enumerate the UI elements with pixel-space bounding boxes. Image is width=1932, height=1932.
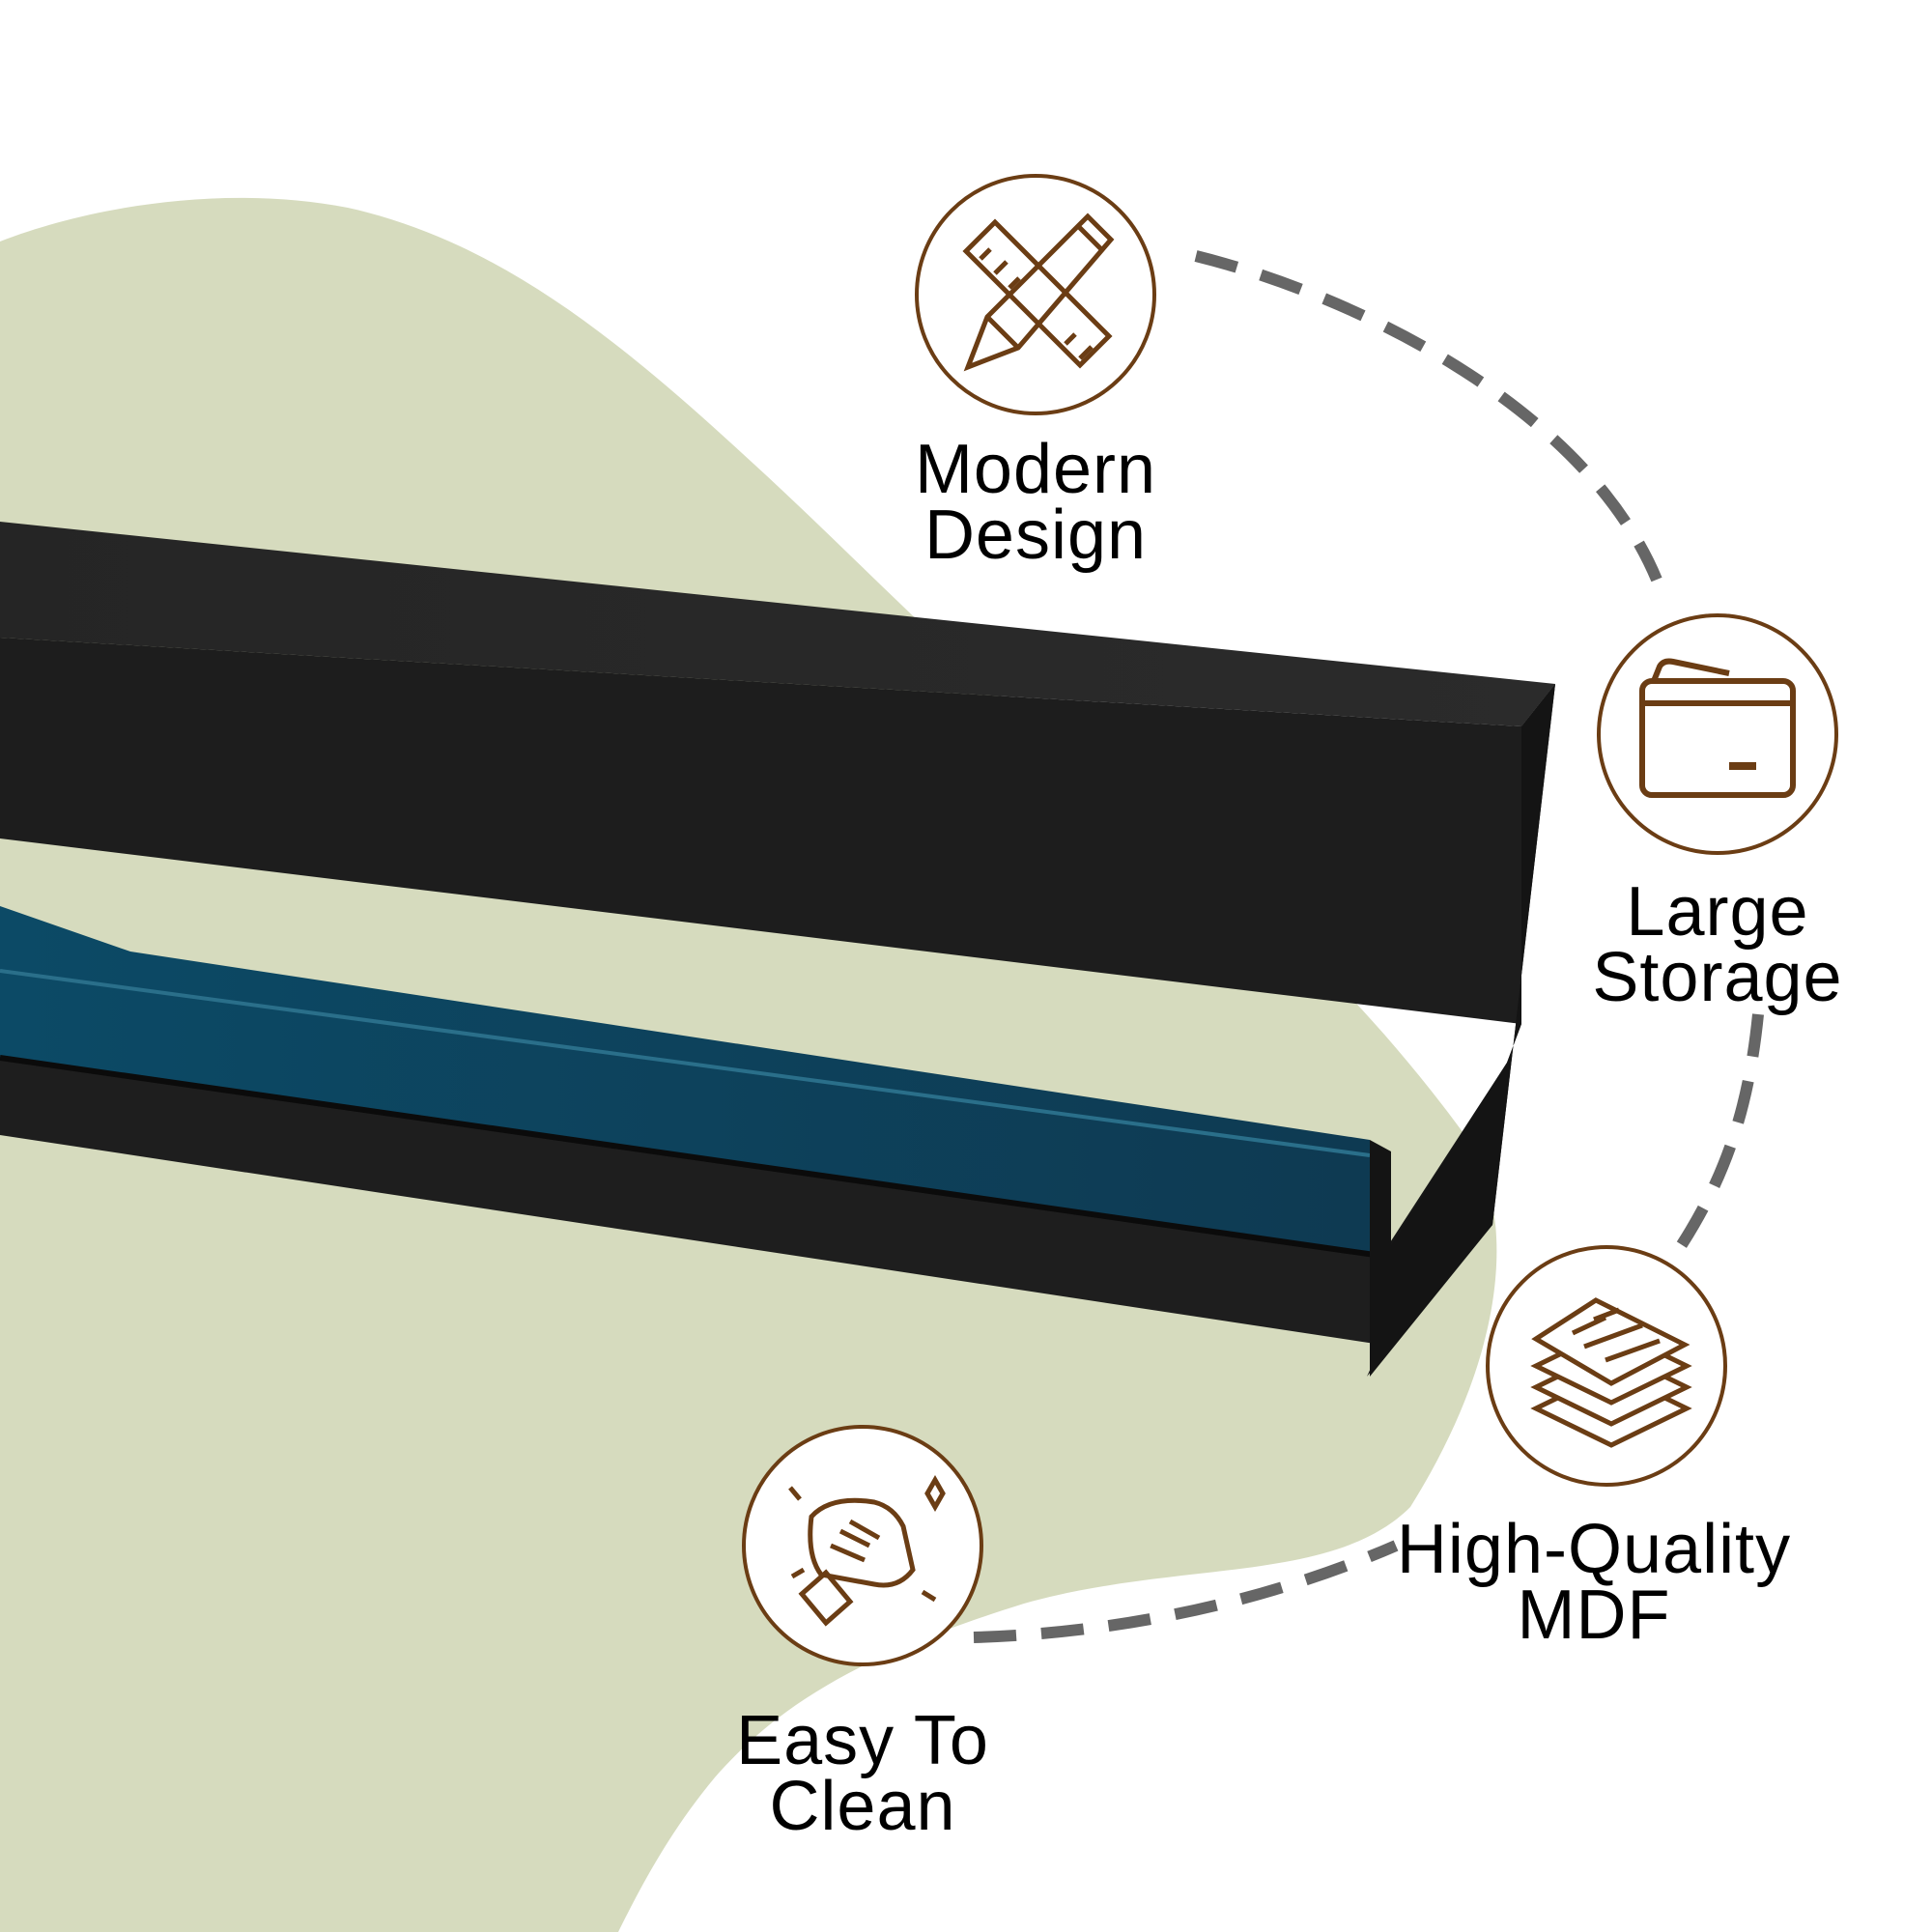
feature-icon-easy-to-clean	[742, 1425, 983, 1666]
feature-label-high-quality-mdf: High-Quality MDF	[1352, 1511, 1835, 1654]
hand-wiping-icon	[788, 1474, 946, 1627]
feature-icon-modern-design	[915, 174, 1156, 415]
dashed-connector	[973, 250, 1764, 1643]
dashed-arc-right	[1675, 1013, 1764, 1250]
drawer-icon	[1639, 658, 1796, 798]
feature-label-line: Clean	[769, 1768, 956, 1845]
feature-icon-high-quality-mdf	[1486, 1245, 1727, 1487]
cabinet-front-upper	[0, 638, 1521, 1024]
ruler-pencil-icon	[962, 213, 1115, 372]
shelf-edge-highlight	[0, 969, 1371, 1157]
feature-label-line: MDF	[1517, 1577, 1671, 1654]
feature-label-line: Large	[1626, 873, 1809, 951]
tv-cabinet	[0, 522, 1555, 1377]
cabinet-side-face	[1370, 684, 1555, 1377]
feature-label-line: Modern	[914, 431, 1157, 508]
feature-label-line: Design	[923, 497, 1148, 574]
dashed-arc-bottom	[973, 1540, 1399, 1643]
feature-label-line: Easy To	[736, 1702, 989, 1779]
feature-label-line: High-Quality	[1396, 1511, 1792, 1588]
led-glass-shelf	[0, 906, 1370, 1256]
stacked-boards-icon	[1530, 1297, 1692, 1448]
feature-label-modern-design: Modern Design	[842, 431, 1229, 574]
lower-panel-edge	[0, 1055, 1382, 1259]
feature-label-easy-to-clean: Easy To Clean	[669, 1702, 1056, 1845]
cabinet-top	[0, 522, 1555, 726]
feature-label-large-storage: Large Storage	[1524, 873, 1911, 1016]
cabinet-front-lower	[0, 1058, 1381, 1345]
dashed-arc-top	[1194, 250, 1662, 582]
feature-icon-large-storage	[1597, 613, 1838, 855]
feature-label-line: Storage	[1592, 939, 1843, 1016]
